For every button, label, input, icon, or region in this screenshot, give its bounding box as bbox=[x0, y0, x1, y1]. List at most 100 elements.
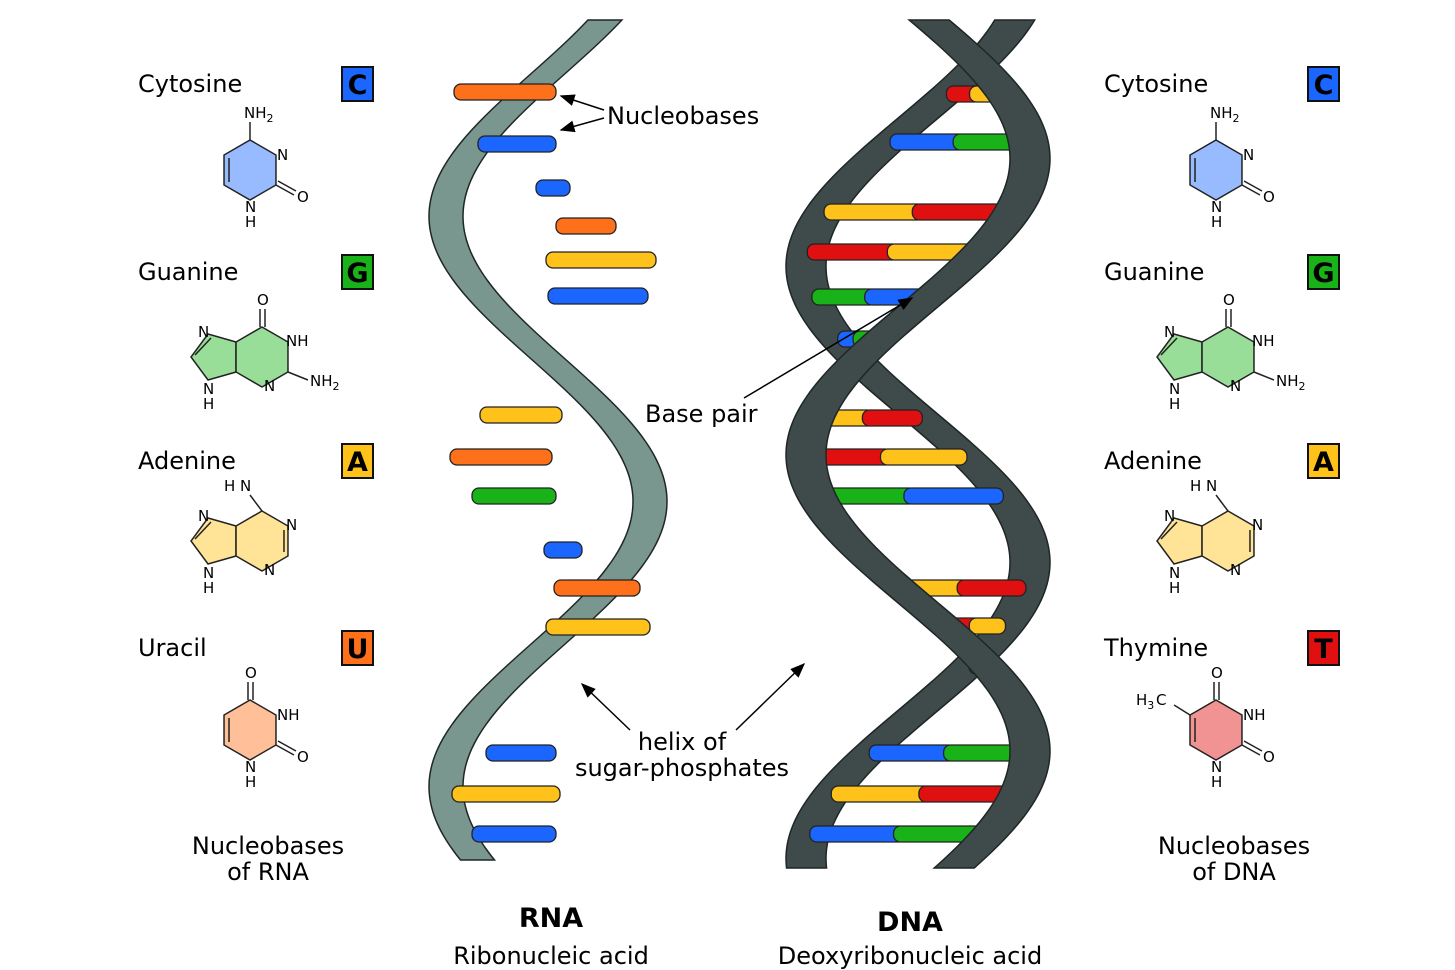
atom-o: O bbox=[1263, 748, 1275, 766]
double-bond bbox=[194, 337, 212, 356]
double-bond bbox=[194, 521, 212, 540]
atom-n: N bbox=[198, 323, 209, 341]
uracil-swatch bbox=[341, 630, 374, 666]
adenine-letter: A bbox=[1313, 447, 1334, 478]
atom-nh: NH bbox=[1243, 706, 1266, 724]
atom-n: N bbox=[1230, 377, 1241, 395]
atom-nh2: NH2 bbox=[1276, 372, 1306, 393]
ring bbox=[223, 139, 277, 201]
dna-subtitle: Deoxyribonucleic acid bbox=[778, 942, 1042, 970]
atom-h: H bbox=[1169, 395, 1180, 413]
atom-n: N bbox=[1169, 380, 1180, 398]
guanine-letter: G bbox=[346, 258, 368, 289]
atom-h: H bbox=[245, 213, 256, 231]
dna-base-pair-12-left bbox=[868, 744, 957, 762]
atom-o: O bbox=[257, 291, 269, 309]
bond bbox=[249, 494, 263, 512]
atom-n: N bbox=[286, 516, 297, 534]
base-name: Adenine bbox=[138, 447, 236, 475]
base-name: Cytosine bbox=[1104, 70, 1208, 98]
double-bond bbox=[1160, 521, 1178, 540]
rna-base-4 bbox=[545, 251, 657, 269]
atom-n: N bbox=[245, 758, 256, 776]
atom-n: N bbox=[1230, 561, 1241, 579]
adenine-swatch bbox=[341, 443, 374, 479]
cytosine-swatch bbox=[341, 66, 374, 102]
atom-n: N bbox=[1206, 477, 1217, 495]
atom-nh: NH bbox=[1252, 332, 1275, 350]
base-name: Guanine bbox=[138, 258, 238, 286]
rna-base-2 bbox=[535, 179, 571, 197]
atom-n: N bbox=[203, 380, 214, 398]
base-name: Adenine bbox=[1104, 447, 1202, 475]
nucleobases-annotation: Nucleobases bbox=[559, 94, 759, 133]
atom-h2n: H bbox=[1190, 477, 1201, 495]
rna-base-9 bbox=[543, 541, 583, 559]
atom-nh2: NH2 bbox=[1210, 104, 1240, 125]
cytosine-swatch bbox=[1307, 66, 1340, 102]
dna-base-pair-14-left bbox=[809, 825, 907, 843]
thymine-swatch bbox=[1307, 630, 1340, 666]
bond bbox=[1215, 494, 1229, 512]
atom-nh2: NH2 bbox=[310, 372, 340, 393]
ring bbox=[1189, 699, 1243, 761]
rna-backbone bbox=[428, 19, 668, 861]
dna-base-pair-2-left bbox=[823, 203, 925, 221]
base-pair-annotation: Base pair bbox=[645, 297, 914, 428]
rna-base-5 bbox=[547, 287, 649, 305]
rna-base-13 bbox=[451, 785, 561, 803]
rna-base-12 bbox=[485, 744, 557, 762]
cytosine-letter: C bbox=[1314, 70, 1334, 101]
atom-n: N bbox=[198, 507, 209, 525]
dna-title: DNA bbox=[877, 907, 943, 938]
atom-h: H bbox=[1169, 579, 1180, 597]
atom-n: N bbox=[245, 198, 256, 216]
dna-base-pair-6-right bbox=[861, 409, 923, 427]
dna-base-pair-3-left bbox=[806, 243, 901, 261]
uracil-letter: U bbox=[347, 634, 369, 665]
dna-base-pair-9-right bbox=[956, 579, 1027, 597]
atom-h: H bbox=[203, 579, 214, 597]
atom-n: N bbox=[277, 146, 288, 164]
atom-nh2: NH2 bbox=[244, 104, 274, 125]
rna-base-0 bbox=[453, 83, 557, 101]
double-bond bbox=[1160, 337, 1178, 356]
atom-h2n: H bbox=[224, 477, 235, 495]
atom-n: N bbox=[1243, 146, 1254, 164]
rna-base-8 bbox=[471, 487, 557, 505]
helix-label-line2: sugar-phosphates bbox=[575, 754, 789, 782]
bond bbox=[275, 184, 295, 196]
bond bbox=[1241, 184, 1261, 196]
atom-n: N bbox=[1211, 198, 1222, 216]
rna-base-3 bbox=[555, 217, 617, 235]
atom-n: N bbox=[1164, 507, 1175, 525]
cytosine-letter: C bbox=[348, 70, 368, 101]
bond bbox=[1241, 744, 1261, 756]
atom-o: O bbox=[245, 664, 257, 682]
atom-n: N bbox=[264, 377, 275, 395]
rna-caption-line1: Nucleobases bbox=[192, 832, 344, 860]
rna-base-1 bbox=[477, 135, 557, 153]
atom-n: N bbox=[264, 561, 275, 579]
dna-base-pair-13-left bbox=[830, 785, 932, 803]
bond bbox=[1173, 704, 1191, 716]
thymine-letter: T bbox=[1314, 634, 1333, 665]
ring bbox=[223, 699, 277, 761]
dna-base-pair-8-right bbox=[903, 487, 1004, 505]
rna-base-14 bbox=[471, 825, 557, 843]
rna-base-6 bbox=[479, 406, 563, 424]
nucleobases-label: Nucleobases bbox=[607, 102, 759, 130]
base-name: Guanine bbox=[1104, 258, 1204, 286]
atom-o: O bbox=[1263, 188, 1275, 206]
